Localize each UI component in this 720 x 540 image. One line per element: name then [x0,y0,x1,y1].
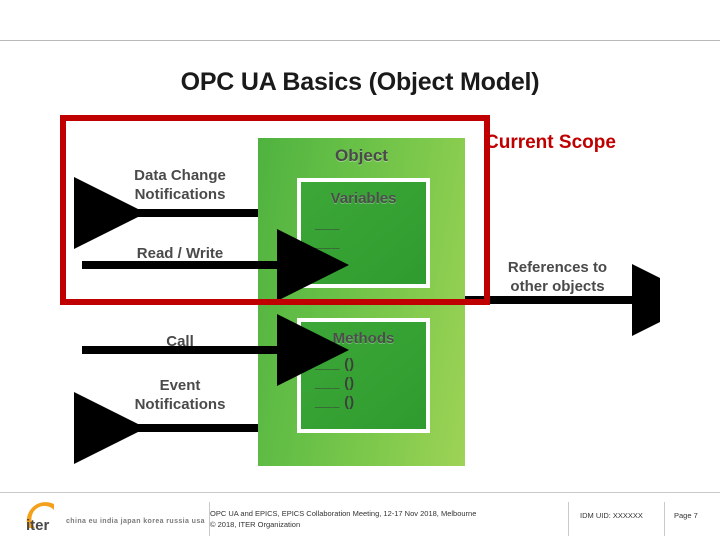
page-title: OPC UA Basics (Object Model) [180,68,540,96]
label-event-line1: Event [159,377,201,394]
header-divider [0,40,720,41]
label-references-to-other-objects: References to other objects [470,258,645,296]
label-read-write: Read / Write [136,245,224,262]
variables-line-1: ___ [315,215,340,231]
footer-meeting-line: OPC UA and EPICS, EPICS Collaboration Me… [210,509,477,518]
opc-ua-object-model-diagram: Object Variables ___ ___ ___ Methods ___… [60,115,660,473]
label-data-change-line2: Notifications [134,186,226,203]
footer-page-number: Page 7 [674,511,698,520]
footer-divider-1 [209,502,210,536]
footer-divider-2 [568,502,569,536]
current-scope-label: Current Scope [485,132,616,153]
label-data-change-notifications: Data Change Notifications [100,166,260,204]
methods-line-3: ___ () [315,393,355,409]
diagram-arrows [73,177,660,464]
footer-idm-uid: IDM UID: XXXXXX [580,511,643,520]
label-event-notifications: Event Notifications [100,376,260,414]
current-scope-highlight-rect [60,115,490,305]
label-data-change-line1: Data Change [134,167,226,184]
footer-copyright-line: © 2018, ITER Organization [210,520,301,529]
footer-meeting-info: OPC UA and EPICS, EPICS Collaboration Me… [210,508,530,530]
footer-divider-3 [664,502,665,536]
label-references-line1: References to [507,259,608,276]
iter-logo-icon: iter [26,502,54,532]
label-event-line2: Notifications [134,396,226,413]
label-references-line2: other objects [510,278,605,295]
variables-title: Variables [330,190,397,207]
footer-divider [0,492,720,493]
svg-text:iter: iter [26,517,50,532]
label-call: Call [166,333,194,350]
iter-members-text: china eu india japan korea russia usa [66,518,205,525]
object-label: Object [335,146,388,165]
